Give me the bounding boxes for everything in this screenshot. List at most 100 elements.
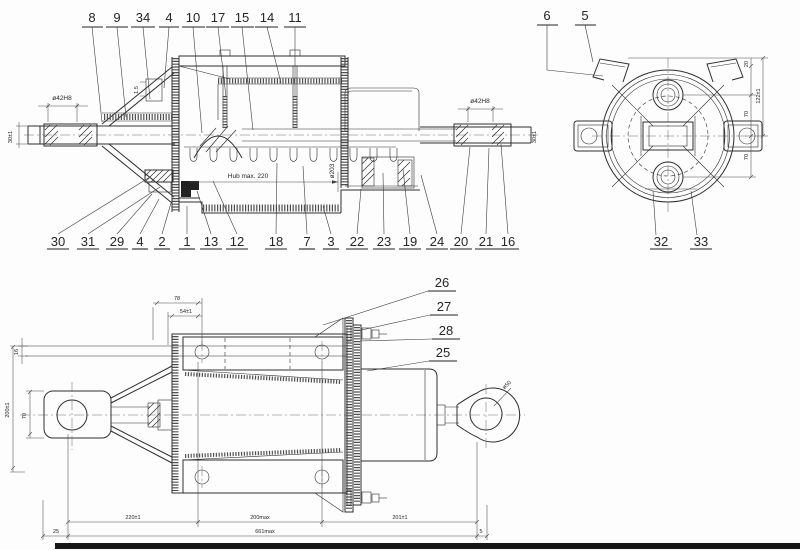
callout-label: 30 — [51, 234, 65, 249]
callout-label: 33 — [694, 234, 708, 249]
callout-15: 15 — [231, 10, 254, 131]
dim-overall: 122±1 — [756, 88, 762, 103]
left-eye — [43, 382, 112, 450]
callout-20: 20 — [450, 146, 472, 250]
inner-cylinder — [344, 87, 420, 131]
callout-label: 15 — [235, 10, 249, 25]
callout-33: 33 — [690, 190, 712, 250]
callout-30: 30 — [47, 176, 151, 250]
section-top-callouts: 8 9 34 4 10 17 15 14 11 — [82, 10, 306, 134]
callout-4b: 4 — [132, 198, 160, 250]
callout-label: 18 — [269, 234, 283, 249]
cross-ribs — [611, 84, 725, 188]
section-view: ø42H8 ø42H8 Hub max. 220 ø203 30±1 30±1 … — [8, 10, 538, 250]
dim-54: 54±1 — [180, 309, 192, 315]
dim-total: 661max — [255, 529, 275, 535]
callout-12: 12 — [212, 180, 248, 250]
callout-6: 6 — [537, 8, 604, 77]
cylinder-shell — [171, 55, 349, 212]
callout-label: 2 — [158, 234, 165, 249]
flange — [344, 317, 362, 513]
end-centerlines — [592, 58, 746, 214]
callout-label: 20 — [454, 234, 468, 249]
dim-220: 220±1 — [125, 515, 140, 521]
callout-31: 31 — [77, 186, 161, 250]
callout-1: 1 — [179, 206, 195, 250]
seal-gland-left — [144, 169, 199, 197]
left-lug — [573, 120, 613, 152]
callout-label: 3 — [327, 234, 334, 249]
center-block — [640, 116, 696, 156]
dim-ear: 20 — [744, 61, 750, 67]
callout-label: 17 — [211, 10, 225, 25]
callout-label: 25 — [436, 345, 450, 360]
callout-21: 21 — [475, 147, 497, 250]
dim-201: 201±1 — [392, 515, 407, 521]
rod-eye: ø50 — [456, 380, 521, 450]
dim-right-bore: ø42H8 — [470, 98, 490, 105]
callout-7: 7 — [299, 165, 315, 250]
callout-label: 24 — [430, 234, 444, 249]
callout-25: 25 — [366, 345, 457, 372]
callout-label: 11 — [288, 10, 302, 25]
right-rod-flange — [420, 106, 532, 147]
seal-gland-right — [361, 156, 415, 189]
callout-34: 34 — [131, 10, 155, 100]
pitch-circle — [627, 95, 709, 177]
end-callouts: 6 5 32 33 — [537, 8, 712, 250]
callout-17: 17 — [206, 10, 229, 98]
frame-edge — [55, 543, 800, 549]
callout-5: 5 — [575, 8, 596, 63]
callout-label: 4 — [136, 234, 143, 249]
callout-14: 14 — [255, 10, 282, 84]
callout-11: 11 — [284, 10, 306, 97]
callout-3: 3 — [322, 205, 339, 250]
clamp-bolt-left — [219, 49, 231, 128]
callout-label: 7 — [303, 234, 310, 249]
callout-26: 26 — [322, 275, 456, 326]
callout-2: 2 — [154, 202, 172, 250]
callout-28: 28 — [359, 323, 460, 342]
dim-78: 78 — [174, 296, 180, 302]
callout-label: 34 — [136, 10, 150, 25]
callout-27: 27 — [356, 299, 458, 332]
dim-lower: 70 — [744, 154, 750, 160]
callout-22: 22 — [346, 188, 368, 250]
callout-10: 10 — [182, 10, 205, 134]
callout-label: 12 — [230, 234, 244, 249]
dim-right-rod: 30±1 — [532, 131, 538, 143]
callout-label: 1 — [183, 234, 190, 249]
struts — [110, 365, 173, 464]
end-view: 20 70 70 122±1 6 5 32 33 — [537, 8, 768, 250]
dim-upper: 70 — [744, 111, 750, 117]
callout-16: 16 — [497, 143, 519, 250]
callout-label: 29 — [110, 234, 124, 249]
callout-4t: 4 — [159, 10, 179, 89]
section-bottom-callouts: 30 31 29 4 2 1 13 12 18 7 3 22 23 19 24 … — [47, 143, 519, 250]
right-ear — [706, 58, 744, 83]
callout-32: 32 — [650, 190, 672, 250]
dim-25: 25 — [53, 529, 59, 535]
callout-8: 8 — [82, 10, 103, 123]
callout-label: 4 — [165, 10, 172, 25]
section-dimensions: ø42H8 ø42H8 Hub max. 220 ø203 30±1 30±1 … — [8, 86, 538, 192]
callout-label: 23 — [377, 234, 391, 249]
dim-cone-note: 1.5 — [134, 86, 140, 94]
bottom-bracket — [182, 448, 344, 513]
side-view: ø50 78 54±1 16 70 200±1 220±1 200max 201… — [5, 275, 525, 540]
callout-label: 6 — [543, 8, 550, 23]
callout-label: 16 — [501, 234, 515, 249]
callout-29: 29 — [106, 193, 153, 250]
dim-70: 70 — [22, 413, 28, 419]
callout-label: 26 — [435, 275, 449, 290]
dim-5: 5 — [479, 529, 482, 535]
ring-2 — [606, 74, 730, 198]
callout-label: 31 — [81, 234, 95, 249]
left-ear — [592, 58, 630, 83]
dim-stroke: Hub max. 220 — [228, 173, 269, 180]
callout-9: 9 — [106, 10, 128, 118]
callout-label: 9 — [113, 10, 120, 25]
callout-label: 14 — [260, 10, 274, 25]
callout-label: 8 — [88, 10, 95, 25]
